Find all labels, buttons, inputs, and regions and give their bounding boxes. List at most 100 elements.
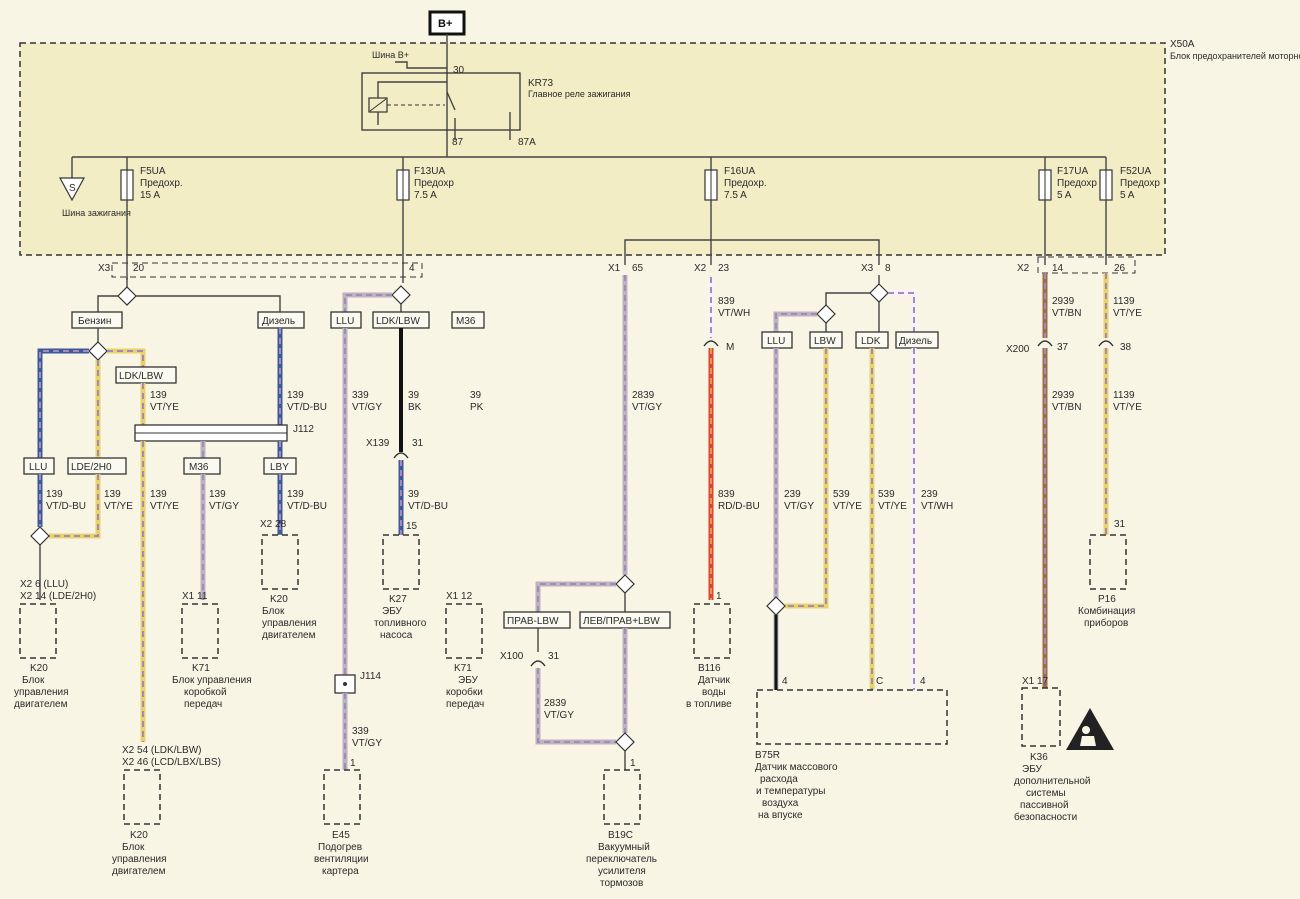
b75r-desc: воздуха — [762, 798, 799, 809]
wire-label: 139 — [287, 390, 304, 401]
wire-color: VT/D-BU — [287, 501, 327, 512]
b19c-id: B19C — [608, 830, 633, 841]
splice-diamond-5 — [615, 574, 635, 594]
wire-label: 539 — [833, 489, 850, 500]
fuse-f16ua: F16UA Предохр. 7.5 A — [704, 157, 767, 201]
component-k71b — [445, 603, 483, 659]
b75r-pin: 4 — [920, 676, 926, 687]
k71b-desc: коробки — [446, 686, 483, 698]
wire-color: VT/WH — [921, 501, 953, 512]
m-label: M — [726, 342, 734, 353]
b19c-desc: переключатель — [586, 854, 657, 865]
k36-desc: дополнительной — [1014, 776, 1091, 787]
airbag-warning-icon — [1066, 708, 1114, 750]
e45-id: E45 — [332, 830, 350, 841]
fuse-f5ua: F5UA Предохр. 15 A — [120, 157, 183, 201]
svg-text:F16UA: F16UA — [724, 166, 755, 177]
x200-pin38: 38 — [1120, 342, 1132, 353]
k71a-desc: передач — [184, 699, 222, 710]
wire-label: 139 — [104, 489, 121, 500]
relay-id: KR73 — [528, 78, 553, 89]
conn-p26: 26 — [1114, 263, 1126, 274]
k20a-desc: управления — [14, 687, 69, 698]
wire-label: 339 — [352, 726, 369, 737]
k36-desc: ЭБУ — [1022, 764, 1043, 775]
svg-text:F5UA: F5UA — [140, 166, 166, 177]
relay-name: Главное реле зажигания — [528, 89, 631, 99]
svg-text:7.5 A: 7.5 A — [724, 190, 747, 201]
k27-desc: ЭБУ — [382, 606, 403, 617]
e45-desc: картера — [322, 866, 359, 877]
option-lev-label: ЛЕВ/ПРАВ+LBW — [583, 616, 660, 627]
power-label: B+ — [438, 18, 452, 30]
option-lby-label: LBY — [270, 462, 289, 473]
option-llu-label: LLU — [29, 462, 47, 473]
k20b-desc: Блок — [262, 606, 285, 617]
component-k20b — [261, 534, 299, 590]
k20b-pins: X2 28 — [260, 519, 287, 530]
conn-p65: 65 — [632, 263, 644, 274]
wire-label: 139 — [287, 489, 304, 500]
connector-x3-box — [111, 262, 423, 278]
wire-label: 239 — [784, 489, 801, 500]
conn-p20: 20 — [133, 263, 145, 274]
b19c-desc: тормозов — [600, 878, 643, 889]
splice-diamond-1 — [117, 286, 137, 306]
conn-x2-label: X2 — [694, 263, 707, 274]
svg-text:Предохр: Предохр — [1057, 178, 1097, 189]
b75r-pin: C — [876, 676, 883, 687]
e45-desc: Подогрев — [318, 842, 362, 853]
component-b75r — [756, 689, 948, 745]
k20a-pins: X2 6 (LLU) — [20, 579, 68, 590]
wire-color: VT/YE — [878, 501, 907, 512]
k71b-desc: передач — [446, 699, 484, 710]
wire-label: 1139 — [1113, 390, 1135, 401]
x100-pin: 31 — [548, 651, 560, 662]
wire-color: VT/BN — [1052, 308, 1081, 319]
conn-p8: 8 — [885, 263, 891, 274]
wire-color: VT/D-BU — [408, 501, 448, 512]
splice-diamond-4 — [391, 285, 411, 305]
p16-desc: приборов — [1084, 617, 1128, 629]
svg-text:Предохр: Предохр — [1120, 178, 1160, 189]
wire-color: VT/GY — [632, 402, 662, 413]
k71a-pins: X1 11 — [182, 591, 208, 602]
j112-label: J112 — [293, 424, 314, 435]
k20c-id: K20 — [130, 830, 148, 841]
conn-x3b-label: X3 — [861, 263, 874, 274]
fuse-f52ua: F52UA Предохр 5 A — [1099, 157, 1160, 201]
splice-diamond-3 — [30, 526, 50, 546]
option-ldk-label: LDK — [861, 336, 881, 347]
b19c-desc: усилителя — [598, 866, 646, 877]
k71b-pins: X1 12 — [446, 591, 473, 602]
svg-text:5 A: 5 A — [1120, 190, 1135, 201]
conn-x2b-label: X2 — [1017, 263, 1030, 274]
conn-p14: 14 — [1052, 263, 1064, 274]
component-k20c — [123, 769, 161, 825]
svg-text:F52UA: F52UA — [1120, 166, 1151, 177]
component-b116 — [693, 603, 731, 659]
wire-label: 839 — [718, 296, 735, 307]
option-m36-2 — [451, 311, 485, 329]
option-m36-label: M36 — [189, 462, 209, 473]
conn-x1-label: X1 — [608, 263, 621, 274]
wire-color: BK — [408, 402, 422, 413]
k27-id: K27 — [389, 594, 407, 605]
wire-label: 139 — [209, 489, 226, 500]
svg-text:F13UA: F13UA — [414, 166, 445, 177]
svg-text:Предохр.: Предохр. — [140, 178, 183, 189]
option-benzin — [71, 311, 123, 329]
fusebox-name: Блок предохранителей моторного отсека — [1170, 51, 1300, 61]
splice-diamond-8 — [816, 304, 836, 324]
k36-id: K36 — [1030, 752, 1048, 763]
k27-desc: насоса — [380, 630, 413, 641]
connector-x200a — [1037, 340, 1053, 347]
connector-x200b — [1098, 340, 1114, 347]
component-k71a — [181, 603, 219, 659]
wire-label: 139 — [150, 489, 167, 500]
k20c-desc: двигателем — [112, 866, 166, 877]
b75r-desc: Датчик массового — [755, 762, 838, 773]
component-k27 — [382, 534, 420, 590]
option-m36-2-label: M36 — [456, 316, 476, 327]
